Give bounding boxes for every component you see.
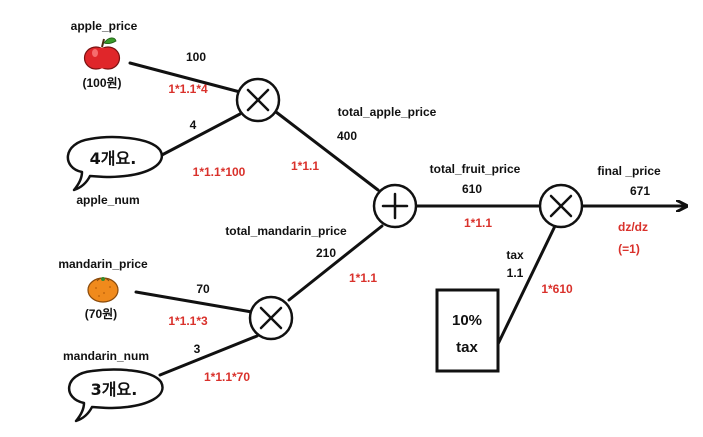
mandarin-price-label: mandarin_price bbox=[58, 257, 148, 271]
tax-box-label: tax bbox=[456, 339, 478, 356]
edge-tax bbox=[496, 224, 557, 346]
edge-apple-price bbox=[128, 61, 242, 94]
wires bbox=[128, 61, 686, 377]
apple-icon bbox=[83, 37, 121, 70]
total-fruit-price-forward-value: 610 bbox=[462, 182, 482, 196]
edge-mandarin-price bbox=[134, 290, 254, 314]
final-price-gradient: dz/dz bbox=[618, 220, 648, 234]
mandarin-num-bubble bbox=[67, 368, 164, 423]
apple-num-bubble bbox=[66, 135, 163, 192]
mandarin-num-forward-value: 3 bbox=[194, 342, 201, 356]
multiply-node-tax bbox=[538, 183, 584, 229]
tax-box-rate: 10% bbox=[452, 312, 482, 329]
final-price-forward-value: 671 bbox=[630, 184, 650, 198]
total-fruit-price-label: total_fruit_price bbox=[430, 162, 521, 176]
total-apple-price-forward-value: 400 bbox=[337, 129, 357, 143]
tax-forward-value: 1.1 bbox=[507, 266, 524, 280]
tax-label: tax bbox=[506, 248, 524, 262]
apple-num-gradient: 1*1.1*100 bbox=[193, 165, 246, 179]
apple-price-value: (100원) bbox=[82, 76, 121, 90]
mandarin-price-forward-value: 70 bbox=[196, 282, 210, 296]
multiply-node-mandarin bbox=[248, 295, 294, 341]
apple-num-label: apple_num bbox=[76, 193, 139, 207]
apple-num-forward-value: 4 bbox=[190, 118, 197, 132]
add-node-fruit bbox=[372, 183, 418, 229]
final-price-gradient-note: (=1) bbox=[618, 242, 640, 256]
edge-mandarin-num bbox=[158, 334, 259, 377]
apple-price-gradient: 1*1.1*4 bbox=[168, 82, 208, 96]
mandarin-num-gradient: 1*1.1*70 bbox=[204, 370, 250, 384]
mandarin-price-gradient: 1*1.1*3 bbox=[168, 314, 208, 328]
mandarin-num-label: mandarin_num bbox=[63, 349, 149, 363]
edge-total-mandarin-price bbox=[287, 224, 384, 302]
mandarin-num-bubble-text: 3개요. bbox=[91, 380, 138, 399]
edge-apple-num bbox=[158, 112, 242, 158]
total-apple-price-label: total_apple_price bbox=[338, 105, 437, 119]
total-fruit-price-gradient: 1*1.1 bbox=[464, 216, 492, 230]
mandarin-price-value: (70원) bbox=[85, 307, 117, 321]
total-mandarin-price-gradient: 1*1.1 bbox=[349, 271, 377, 285]
edge-total-apple-price bbox=[274, 110, 380, 192]
tax-gradient: 1*610 bbox=[541, 282, 573, 296]
total-apple-price-gradient: 1*1.1 bbox=[291, 159, 319, 173]
mandarin-icon bbox=[87, 277, 119, 303]
multiply-node-apple bbox=[235, 77, 281, 123]
apple-price-label: apple_price bbox=[71, 19, 138, 33]
apple-price-forward-value: 100 bbox=[186, 50, 206, 64]
apple-num-bubble-text: 4개요. bbox=[90, 149, 137, 168]
total-mandarin-price-forward-value: 210 bbox=[316, 246, 336, 260]
final-price-label: final _price bbox=[597, 164, 661, 178]
tax-box bbox=[435, 288, 500, 373]
total-mandarin-price-label: total_mandarin_price bbox=[225, 224, 347, 238]
